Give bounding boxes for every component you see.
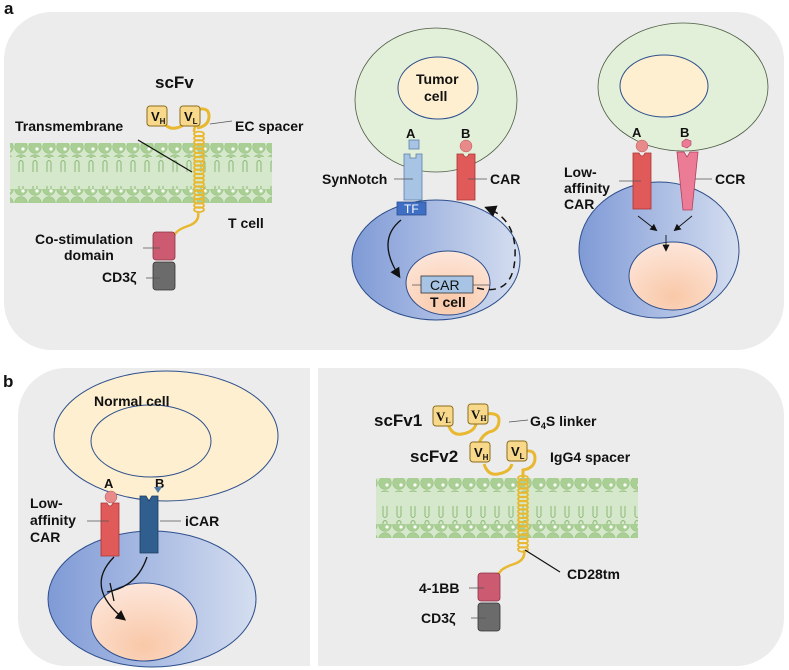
- low-affinity-car-b: [100, 502, 120, 557]
- ec-spacer-pointer: [209, 120, 233, 125]
- car-receptor-synnotch: [456, 153, 476, 201]
- scfv2-linker: [482, 463, 514, 476]
- ccr-label: CCR: [715, 171, 745, 187]
- scfv1-vl-label: VL: [436, 409, 451, 425]
- scfv2-vl-domain: [506, 440, 528, 462]
- tf-activation-arrow: [387, 219, 402, 279]
- antigen-b-label-b: B: [155, 476, 164, 491]
- tumor-label-line1: Tumor: [416, 71, 459, 87]
- costim-label-line1: Co-stimulation: [35, 231, 133, 247]
- antigen-a-label-ccr: A: [632, 125, 642, 140]
- igg4-spacer-label: IgG4 spacer: [550, 449, 631, 465]
- normal-cell-nucleus: [90, 404, 212, 478]
- car-activation-arrow-b: [100, 556, 127, 621]
- synnotch-receptor: [403, 153, 423, 201]
- 4-1bb-domain: [477, 572, 501, 602]
- antigen-b-triangle-b: [154, 487, 162, 493]
- car-label-synnotch: CAR: [490, 171, 520, 187]
- scfv1-vh-domain: [467, 403, 489, 425]
- ec-spacer-a: [194, 107, 211, 130]
- panel-c-left-fill: [318, 368, 378, 666]
- vl-label-a: VL: [184, 109, 198, 126]
- cd3z-domain-a: [152, 261, 176, 291]
- tumor-nucleus-ccr: [619, 54, 709, 118]
- antigen-a-label-synnotch: A: [406, 126, 416, 141]
- vh-domain-a: [146, 105, 168, 127]
- antigen-b-label-synnotch: B: [461, 126, 470, 141]
- tf-box: [396, 201, 427, 216]
- antigen-b-ligand-ccr: [681, 138, 692, 149]
- costim-domain-a: [152, 231, 176, 261]
- car-gene-box: [420, 275, 474, 294]
- scfv2-vh-label: VH: [474, 445, 489, 462]
- scfv1-vl-domain: [432, 405, 454, 427]
- low-affinity-line2-b: affinity: [30, 512, 76, 528]
- membrane-a: [10, 143, 272, 203]
- transmembrane-pointer: [137, 139, 193, 173]
- scfv2-label: scFv2: [410, 447, 458, 466]
- scfv1-label: scFv1: [374, 411, 422, 430]
- t-cell-label-a: T cell: [228, 215, 264, 231]
- panel-b-letter: b: [3, 372, 13, 391]
- antigen-b-label-ccr: B: [680, 125, 689, 140]
- tumor-label-line2: cell: [424, 88, 447, 104]
- antigen-a-circle-b: [104, 490, 118, 504]
- inhibition-bar: [109, 582, 115, 602]
- scfv1-linker: [446, 423, 478, 436]
- low-affinity-line3-ccr: CAR: [564, 196, 594, 212]
- car-expression-arrow: [476, 205, 516, 291]
- antigen-a-label-b: A: [104, 476, 114, 491]
- scfv2-vl-label: VL: [511, 444, 525, 461]
- g4s-linker: [477, 412, 501, 445]
- igg4-spacer: [520, 449, 537, 478]
- icar-receptor: [139, 495, 159, 554]
- panel-a-letter: a: [4, 0, 14, 18]
- low-affinity-line1-b: Low-: [30, 495, 63, 511]
- low-affinity-line1-ccr: Low-: [564, 164, 597, 180]
- costim-label-line2: domain: [64, 247, 114, 263]
- ccr-receptor: [676, 151, 699, 211]
- cd3z-label-a: CD3ζ: [102, 269, 137, 285]
- t-cell-label-synnotch: T cell: [430, 294, 466, 310]
- scfv1-vh-label: VH: [471, 407, 487, 423]
- 4-1bb-label: 4-1BB: [419, 580, 459, 596]
- g4s-pointer: [508, 419, 529, 423]
- antigen-a-square: [408, 139, 420, 150]
- scfv-title: scFv: [155, 73, 194, 92]
- car-gene-label: CAR: [430, 277, 460, 293]
- t-cell-nucleus-ccr: [628, 241, 718, 311]
- tf-label: TF: [404, 202, 419, 216]
- synnotch-label: SynNotch: [322, 171, 387, 187]
- antigen-b-circle-synnotch: [459, 139, 473, 153]
- low-affinity-line3-b: CAR: [30, 529, 60, 545]
- low-affinity-car-ccr: [632, 152, 652, 210]
- ccr-signal-arrow: [673, 215, 693, 232]
- g4s-linker-label: G4S linker: [530, 413, 597, 431]
- icar-label: iCAR: [185, 513, 219, 529]
- cd28tm-label: CD28tm: [567, 566, 620, 582]
- car-signal-arrow-ccr: [637, 215, 658, 232]
- cd3z-domain-c: [477, 602, 501, 632]
- cd3z-label-c: CD3ζ: [421, 610, 456, 626]
- low-affinity-line2-ccr: affinity: [564, 180, 610, 196]
- ec-spacer-label: EC spacer: [235, 118, 304, 134]
- membrane-c: [376, 478, 638, 538]
- vh-label-a: VH: [151, 109, 166, 126]
- tumor-nucleus: [397, 56, 479, 120]
- scfv2-vh-domain: [469, 441, 491, 463]
- vl-domain-a: [179, 105, 201, 127]
- transmembrane-label: Transmembrane: [15, 118, 123, 134]
- t-cell-nucleus-icar: [90, 582, 198, 662]
- normal-cell-label: Normal cell: [94, 393, 169, 409]
- cd28tm-pointer: [524, 549, 561, 573]
- antigen-a-circle-ccr: [635, 139, 649, 153]
